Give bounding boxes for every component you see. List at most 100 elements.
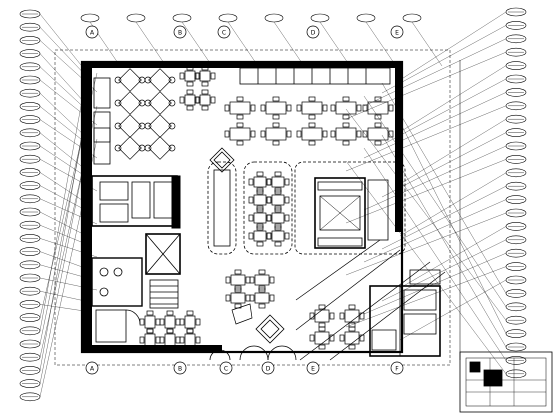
callout-tag-right [345, 108, 527, 325]
callout-tag-right [381, 82, 527, 298]
axis-marker-label: E [311, 366, 315, 373]
axis-markers-bottom: A B C D E F [85, 361, 404, 375]
axis-marker: C [219, 361, 233, 375]
callout-tag-right [399, 168, 527, 237]
island-tables [248, 171, 290, 247]
dimension-frame [54, 49, 451, 366]
callout-tag-left [19, 49, 86, 104]
callout-tag-right [345, 155, 527, 224]
dining-table [248, 207, 272, 229]
dining-table [179, 310, 201, 334]
dining-table [194, 89, 216, 111]
axis-marker: F [390, 361, 404, 375]
dining-table [309, 304, 335, 328]
callout-tag-right [399, 114, 527, 185]
display-diamonds [209, 147, 285, 344]
callout-tag-left [19, 83, 86, 336]
callout-tag-left [19, 22, 92, 82]
axis-marker-label: A [90, 366, 95, 373]
axis-marker-label: F [395, 366, 399, 373]
callout-tag-left [19, 127, 92, 388]
callout-tag-left [19, 247, 86, 269]
dining-area-southwest [139, 269, 275, 352]
callout-tag-left [19, 260, 92, 280]
dining-table [224, 96, 256, 120]
callout-tag-left [19, 128, 86, 170]
dining-table [362, 122, 394, 146]
dining-table [309, 326, 335, 350]
dining-area-center [224, 96, 394, 146]
callout-tag-right [345, 262, 527, 328]
callout-tag-right [399, 61, 527, 133]
callout-tag-right [381, 74, 527, 146]
dining-table [296, 122, 328, 146]
dining-table [266, 189, 290, 211]
callout-tag-right [363, 34, 527, 107]
callout-tag-top [356, 13, 397, 67]
building-walls [80, 60, 404, 354]
callout-tag-left [19, 168, 86, 203]
dining-table [248, 225, 272, 247]
dining-table [144, 114, 176, 138]
callout-tag-top [172, 13, 213, 67]
dining-table [114, 136, 146, 160]
callout-tag-right [399, 275, 527, 341]
axis-marker: D [306, 25, 320, 39]
callout-tag-right [345, 101, 527, 172]
axis-marker: D [261, 361, 275, 375]
restroom-block-east [369, 269, 441, 357]
callout-tag-right [399, 7, 527, 81]
dining-area-west [114, 65, 216, 160]
dining-table [179, 89, 201, 111]
dining-table [266, 171, 290, 193]
service-block-west [91, 175, 181, 229]
callout-tag-left [19, 116, 86, 375]
axis-marker-label: D [311, 30, 316, 37]
axis-marker-label: C [222, 30, 226, 37]
axis-marker-label: A [90, 30, 95, 37]
axis-marker-label: E [395, 30, 399, 37]
dining-table [144, 68, 176, 92]
kitchen-block [314, 177, 389, 249]
callout-tag-left [19, 88, 86, 137]
key-plan-thumbnail [459, 351, 553, 413]
callout-tag-right [363, 195, 527, 263]
dining-table [362, 96, 394, 120]
left-booth-seating [93, 77, 111, 165]
dining-table [144, 136, 176, 160]
callout-tag-top [310, 13, 351, 67]
dining-area-southeast [309, 304, 365, 350]
dining-table [139, 328, 161, 352]
dining-table [248, 171, 272, 193]
dining-table [114, 91, 146, 115]
axis-marker-label: D [266, 366, 271, 373]
dining-table [339, 326, 365, 350]
axis-marker: E [306, 361, 320, 375]
axis-marker: B [173, 361, 187, 375]
window-seating-row [239, 67, 391, 85]
callout-tag-right [381, 21, 527, 94]
round-tables-south [209, 345, 297, 361]
callout-tag-top [126, 13, 167, 67]
callout-tag-top [264, 13, 305, 67]
dining-table [260, 122, 292, 146]
left-callout-column [19, 9, 98, 402]
dining-table [194, 65, 216, 87]
dining-table [159, 310, 181, 334]
restroom-block-west [91, 257, 143, 343]
dining-table [249, 287, 275, 309]
callout-tag-right [345, 47, 527, 120]
callout-tag-right [345, 160, 527, 379]
axis-marker-label: C [224, 366, 228, 373]
dining-table [144, 91, 176, 115]
stair-core [145, 233, 181, 309]
callout-tag-right [399, 121, 527, 338]
axis-marker: A [85, 361, 99, 375]
callout-tag-right [363, 88, 527, 159]
dining-table [248, 189, 272, 211]
dining-table [330, 122, 362, 146]
dining-table [159, 328, 181, 352]
dining-table [339, 304, 365, 328]
